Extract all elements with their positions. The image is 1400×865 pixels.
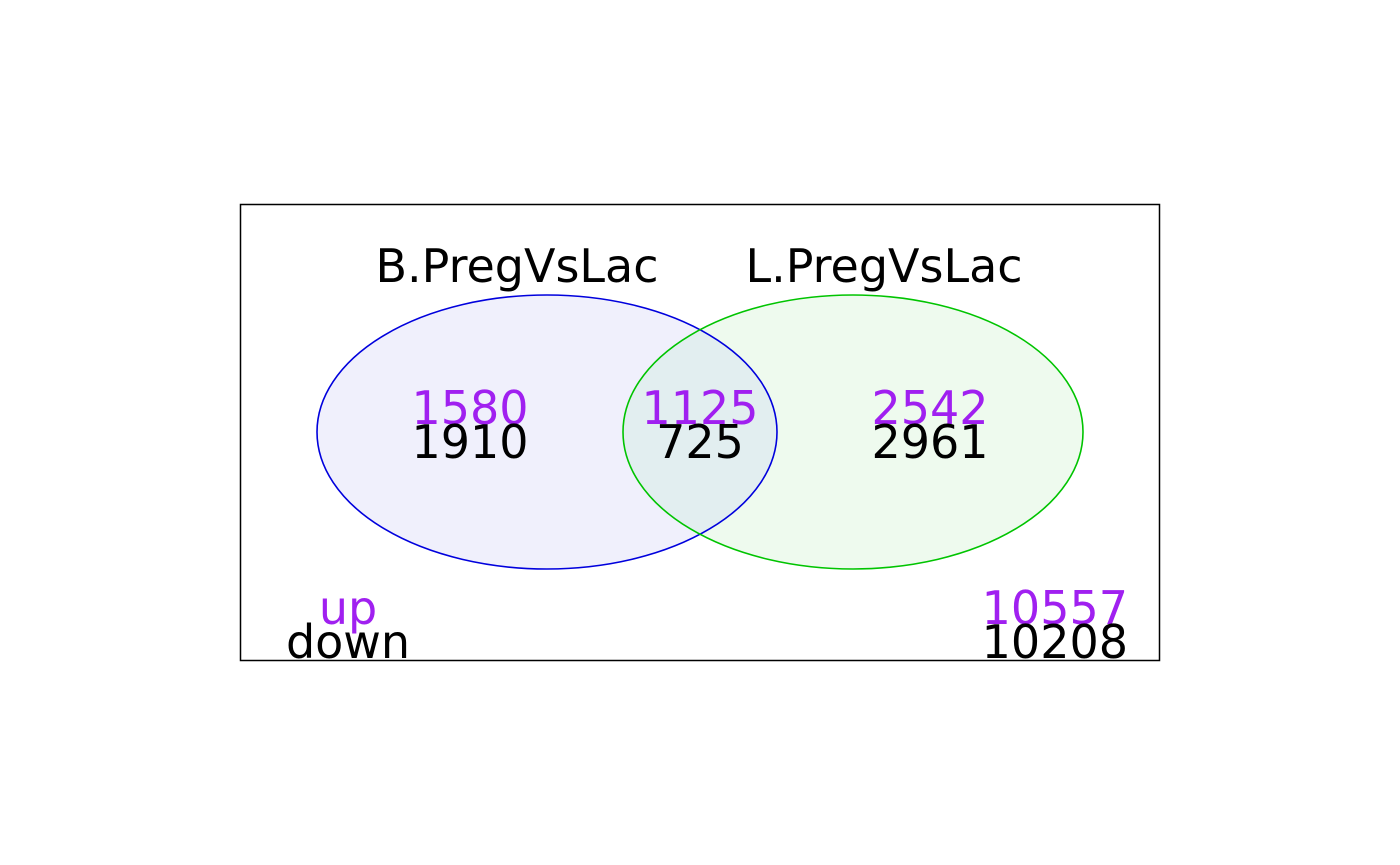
- l-only-down-count: 2961: [871, 415, 988, 469]
- legend-up-label: up: [319, 581, 377, 635]
- set-l-outline: [622, 294, 1084, 570]
- diagram-frame: [239, 203, 1161, 662]
- b-only-down-count: 1910: [411, 415, 528, 469]
- both-down-count: 725: [656, 415, 744, 469]
- both-up-count: 1125: [641, 381, 758, 435]
- b-only-up-count: 1580: [411, 381, 528, 435]
- set-b-title: B.PregVsLac: [375, 239, 658, 293]
- set-b-outline: [316, 294, 778, 570]
- neither-down-count: 10208: [982, 615, 1128, 669]
- neither-up-count: 10557: [982, 581, 1128, 635]
- legend-down-label: down: [286, 615, 410, 669]
- set-l-title: L.PregVsLac: [745, 239, 1022, 293]
- overlap-region: [623, 295, 777, 569]
- l-only-up-count: 2542: [871, 381, 988, 435]
